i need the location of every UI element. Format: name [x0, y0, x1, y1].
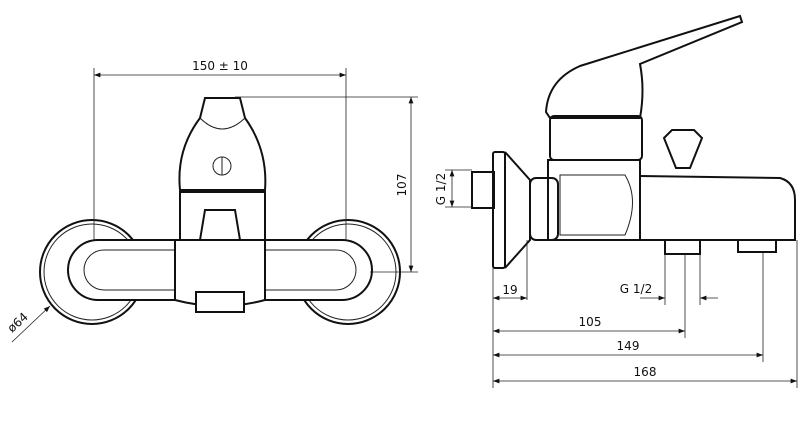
dim-front-height: 107	[395, 174, 409, 197]
dim-outlet-distance: 105	[579, 315, 602, 329]
nut	[529, 177, 559, 241]
dim-inlet-thread: G 1/2	[434, 173, 448, 205]
dim-outlet-thread: G 1/2	[620, 282, 652, 296]
dim-flange-diameter: ø64	[5, 310, 31, 336]
dim-front-width: 150 ± 10	[192, 59, 248, 73]
spout-outlet	[737, 239, 777, 253]
diverter-knob	[198, 209, 242, 241]
side-flange	[492, 151, 506, 269]
outlet-thread	[664, 239, 701, 255]
dim-spout-distance: 149	[617, 339, 640, 353]
outlet	[195, 291, 245, 313]
dim-flange-depth: 19	[502, 283, 517, 297]
side-diverter-knob	[662, 129, 704, 169]
inlet-thread	[471, 171, 495, 209]
dim-total-length: 168	[634, 365, 657, 379]
side-lever	[544, 14, 744, 119]
lever-handle	[178, 97, 267, 191]
side-view: G 1/2 19 G 1/2 105 149 168	[434, 14, 798, 388]
front-view: 150 ± 10 107 ø64	[5, 59, 418, 343]
